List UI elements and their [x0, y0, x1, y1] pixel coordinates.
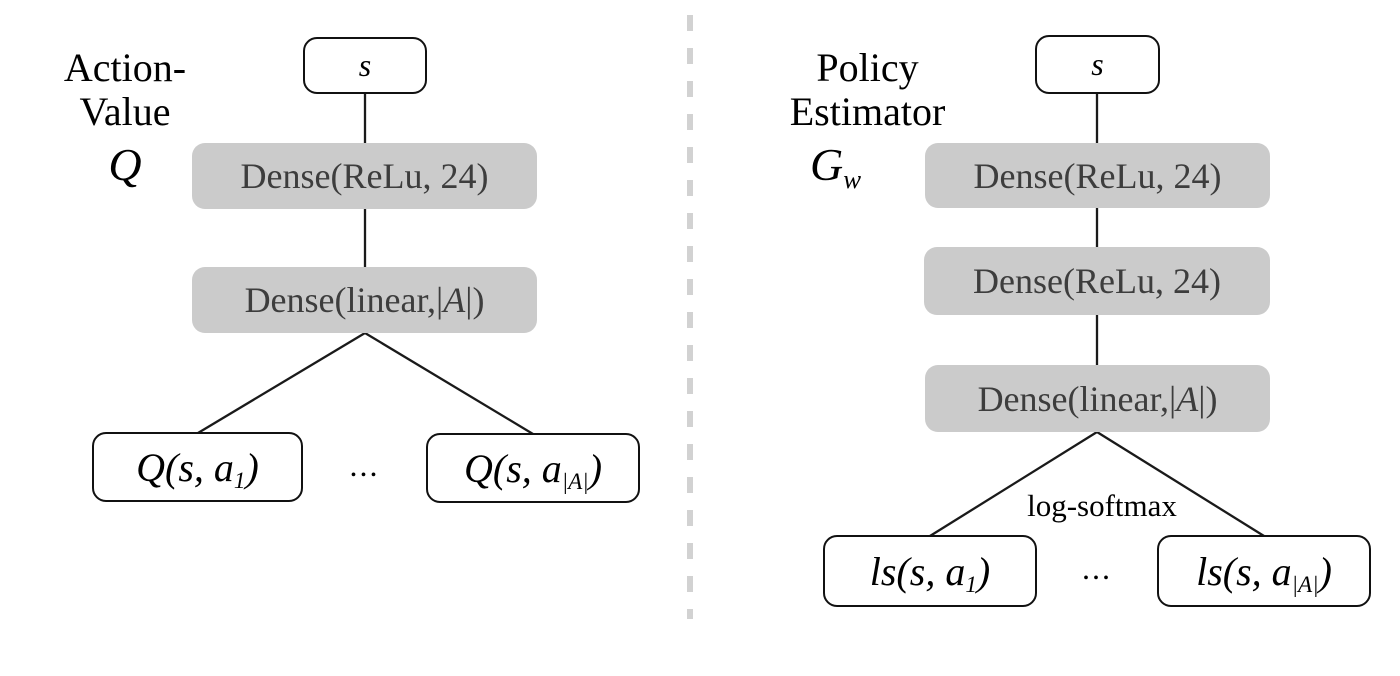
left-input-state-label: s: [358, 47, 372, 83]
right-ellipsis: ...: [1082, 550, 1112, 586]
right-panel-symbol: Gw: [809, 139, 862, 194]
right-dense-linear-layer-box: Dense(linear,|A|): [925, 365, 1270, 432]
right-input-state-box: s: [1035, 35, 1160, 94]
right-panel-title: Policy Estimator: [789, 45, 946, 134]
left-dense-relu-layer-box: Dense(ReLu, 24): [192, 143, 537, 209]
left-branch-to-output1: [197, 332, 366, 434]
right-input-state-label: s: [1091, 46, 1104, 82]
left-dense-linear-layer-label: Dense(linear,|A|): [244, 280, 485, 320]
left-output-box-q-a1: Q(s, a1): [92, 432, 303, 502]
left-ellipsis: ...: [349, 447, 380, 483]
right-dense-linear-layer-label: Dense(linear,|A|): [977, 378, 1218, 419]
right-branch-to-output2: [1096, 431, 1265, 537]
right-dense-relu-layer1-label: Dense(ReLu, 24): [973, 155, 1222, 196]
right-output-box-ls-a1: ls(s, a1): [823, 535, 1037, 607]
right-dense-relu-layer2-box: Dense(ReLu, 24): [924, 247, 1270, 315]
right-dense-relu-layer2-label: Dense(ReLu, 24): [973, 261, 1221, 301]
left-panel-symbol: Q: [108, 139, 142, 190]
right-branch-to-output1: [929, 431, 1098, 537]
left-panel-title: Action-Value: [63, 45, 187, 134]
left-output-box-q-aA: Q(s, a|A|): [426, 433, 640, 503]
right-output-box-ls-aA: ls(s, a|A|): [1157, 535, 1371, 607]
left-output-q-aA-label: Q(s, a|A|): [463, 445, 603, 495]
left-branch-to-output2: [364, 332, 534, 435]
right-dense-relu-layer1-box: Dense(ReLu, 24): [925, 143, 1270, 208]
left-panel-label: Action-Value Q: [23, 46, 227, 191]
left-dense-linear-layer-box: Dense(linear,|A|): [192, 267, 537, 333]
right-panel-label: Policy Estimator Gw: [738, 45, 997, 193]
right-output-ls-aA-label: ls(s, a|A|): [1196, 548, 1332, 598]
right-output-ls-a1-label: ls(s, a1): [869, 548, 991, 598]
left-input-state-box: s: [303, 37, 427, 94]
log-softmax-label: log-softmax: [1027, 488, 1177, 523]
left-output-q-a1-label: Q(s, a1): [136, 444, 259, 494]
left-dense-relu-layer-label: Dense(ReLu, 24): [240, 156, 489, 196]
